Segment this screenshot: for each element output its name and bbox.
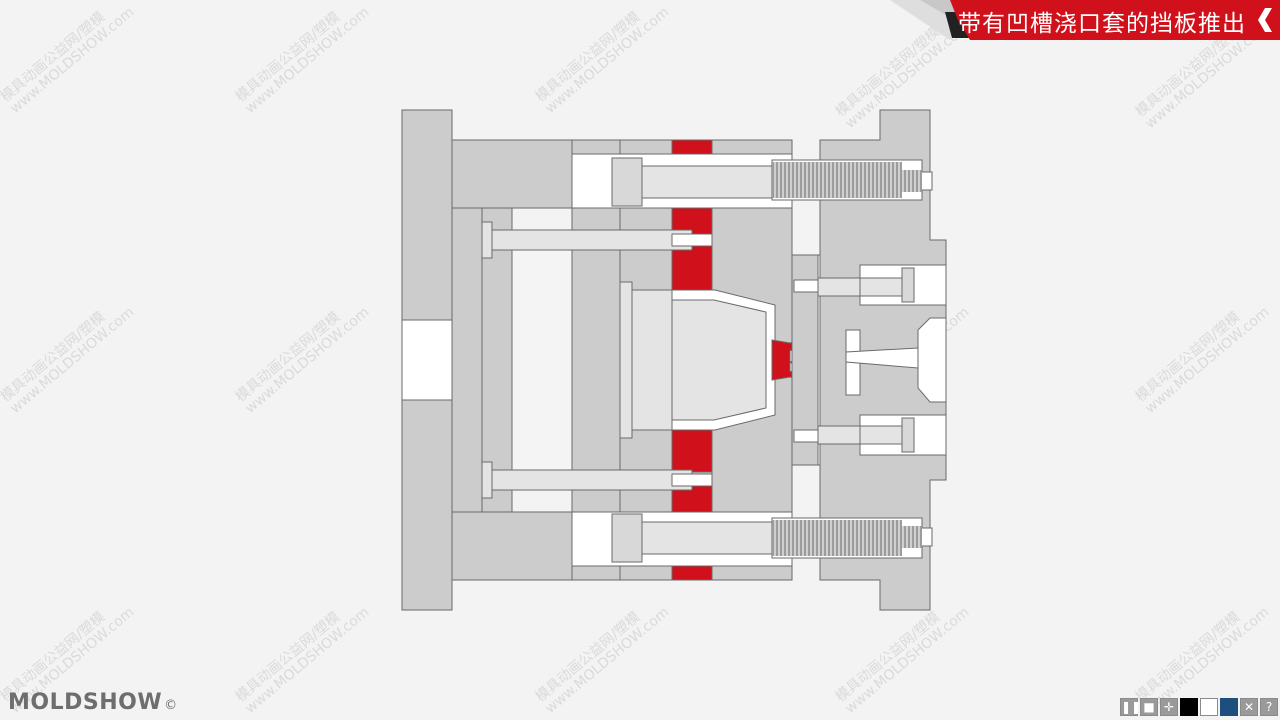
playback-controls: ❚❚ ■ ✛ ✕ ? bbox=[1120, 698, 1278, 716]
spring-end-bottom bbox=[902, 526, 922, 548]
ejector-retainer-plate bbox=[451, 207, 483, 513]
brand-logo: MOLDSHOW© bbox=[8, 690, 178, 715]
spacer-block-top bbox=[451, 139, 573, 209]
support-plate bbox=[571, 139, 621, 581]
help-button[interactable]: ? bbox=[1260, 698, 1278, 716]
return-pin-bottom bbox=[491, 469, 693, 491]
copyright-mark: © bbox=[164, 698, 178, 713]
title-banner: 带有凹槽浇口套的挡板推出 bbox=[890, 0, 1280, 40]
pause-button[interactable]: ❚❚ bbox=[1120, 698, 1142, 716]
stripper-highlight bbox=[671, 139, 713, 155]
guide-pin-head-bottom bbox=[611, 513, 643, 563]
page-title: 带有凹槽浇口套的挡板推出 bbox=[958, 11, 1246, 37]
spring-end-top bbox=[902, 170, 922, 192]
brand-name: MOLDSHOW bbox=[8, 690, 163, 715]
core-insert bbox=[619, 281, 633, 439]
title-banner-shape bbox=[890, 0, 1280, 40]
guide-pin-bottom bbox=[641, 521, 793, 555]
return-pin-head-top bbox=[481, 221, 493, 259]
spring-top bbox=[772, 162, 902, 198]
return-pin-top bbox=[491, 229, 693, 251]
bg-navy-button[interactable] bbox=[1220, 698, 1238, 716]
stripper-highlight bbox=[671, 565, 713, 581]
locating-ring bbox=[917, 317, 947, 403]
core-tip bbox=[671, 299, 767, 421]
return-pin-head-bottom bbox=[481, 461, 493, 499]
clamp-plate-opening bbox=[401, 319, 453, 401]
close-button[interactable]: ✕ bbox=[1240, 698, 1258, 716]
move-button[interactable]: ✛ bbox=[1160, 698, 1178, 716]
spacer-block-bottom bbox=[451, 511, 573, 581]
ejector-space bbox=[511, 249, 573, 471]
core bbox=[631, 289, 673, 431]
stop-button[interactable]: ■ bbox=[1140, 698, 1158, 716]
spring-bottom bbox=[772, 520, 902, 556]
guide-pin-head-top bbox=[611, 157, 643, 207]
bg-white-button[interactable] bbox=[1200, 698, 1218, 716]
bg-black-button[interactable] bbox=[1180, 698, 1198, 716]
guide-pin-top bbox=[641, 165, 793, 199]
